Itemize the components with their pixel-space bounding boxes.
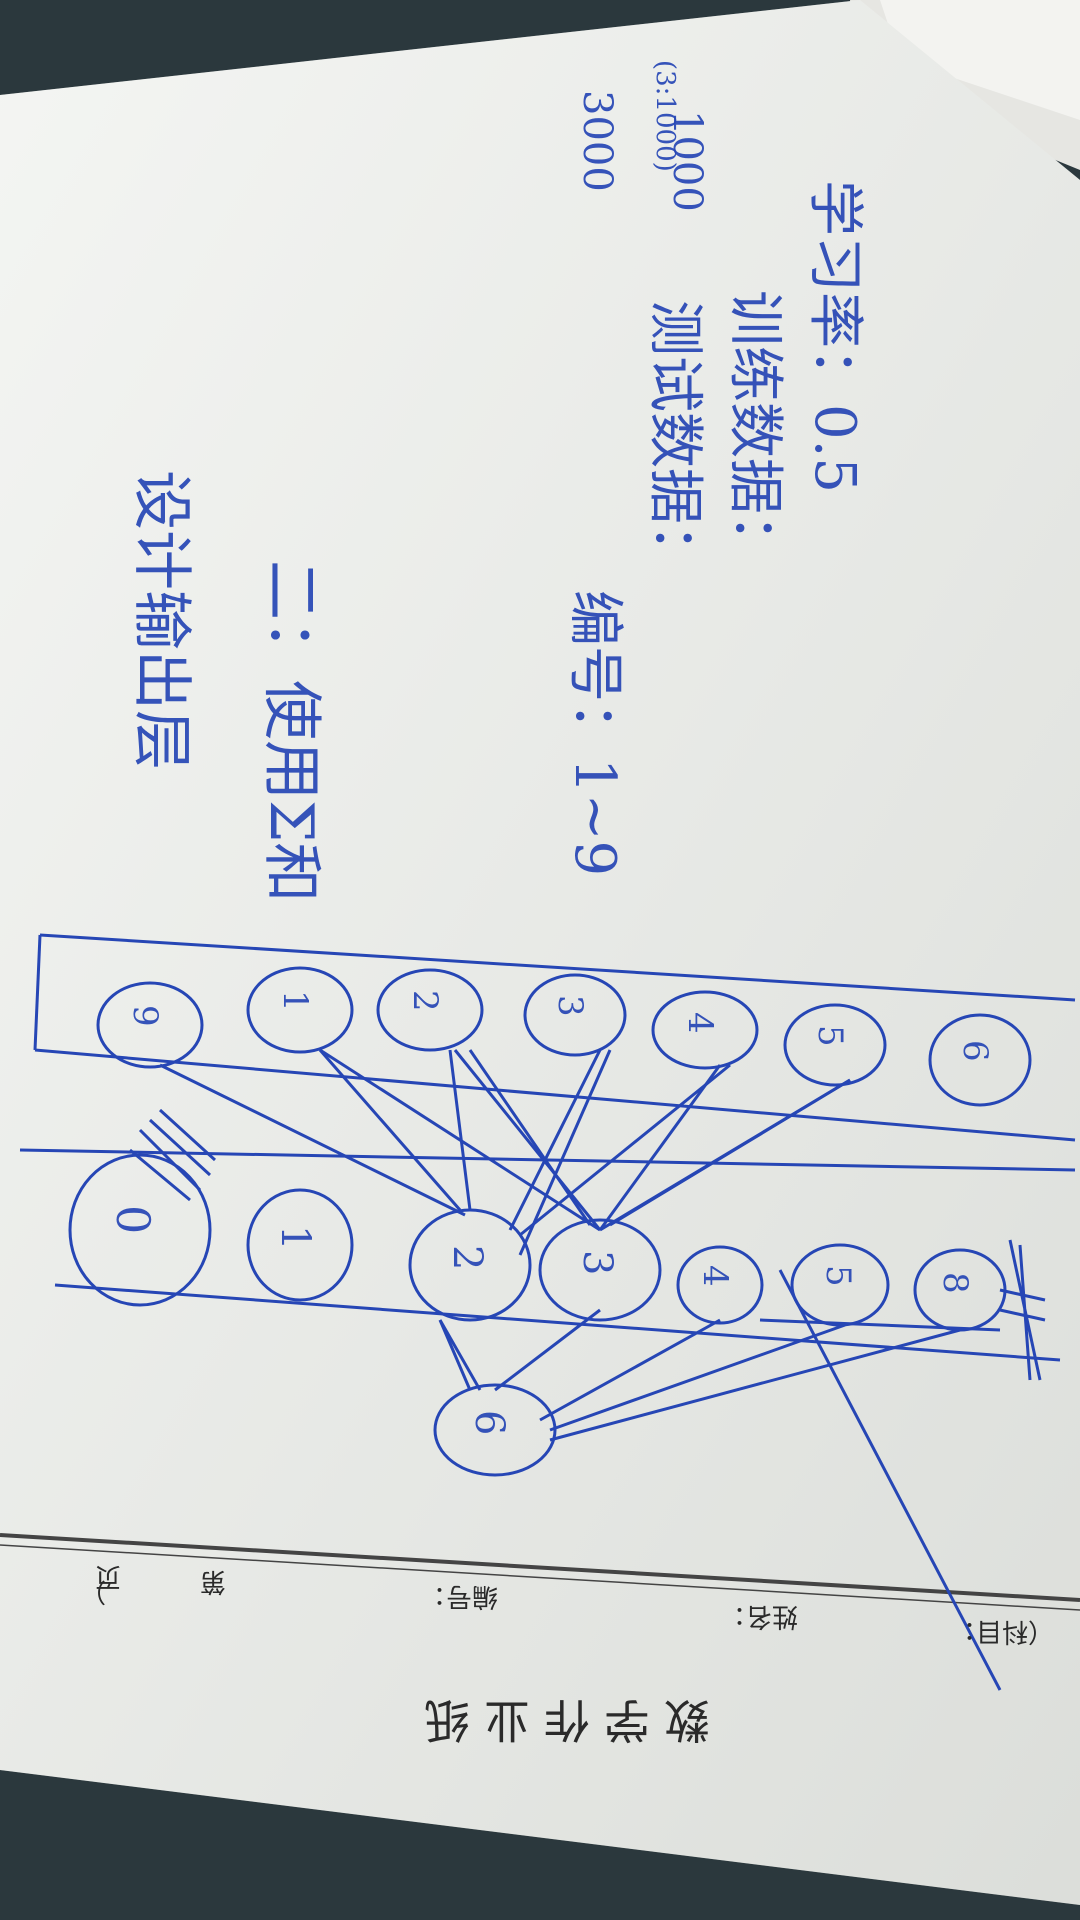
bottom-node-label: 3 <box>574 1250 620 1276</box>
bottom-node-label: 8 <box>935 1272 975 1294</box>
bottom-node-label: 4 <box>695 1265 735 1287</box>
bottom-node-label: 1 <box>272 1225 318 1251</box>
subject-label: （科目： <box>950 1616 1055 1646</box>
top-node-label: 6 <box>955 1040 995 1062</box>
handwriting-number-1: 3000 <box>574 90 620 192</box>
handwriting-line-3: 编号：1~9 <box>562 590 627 877</box>
page-suffix: 页 <box>95 1561 122 1591</box>
top-node-label: 2 <box>405 990 445 1012</box>
handwriting-line-2: 二：使用Σ和 <box>256 560 326 903</box>
handwriting-line-5: 训练数据： <box>722 290 787 570</box>
diagram <box>19 933 1076 1691</box>
name-label: 姓名： <box>720 1601 799 1631</box>
handwriting-line-6: 学习率：0.5 <box>802 180 867 494</box>
top-node-label: 4 <box>680 1012 720 1034</box>
output-node-label: 6 <box>466 1410 512 1436</box>
top-node-label: 9 <box>125 1005 165 1027</box>
form-title: 数学作业纸 <box>410 1693 710 1747</box>
number-label: 编号： <box>420 1581 499 1611</box>
handwriting-line-1: 设计输出层 <box>126 470 196 770</box>
top-node-label: 3 <box>550 995 590 1017</box>
bottom-node-label: 5 <box>818 1265 858 1287</box>
handwriting-number-3: 1000 <box>664 110 710 212</box>
header-rule <box>0 1533 1080 1602</box>
handwriting-line-4: 测试数据： <box>642 300 707 580</box>
top-node-label: 5 <box>810 1025 850 1047</box>
top-node-label: 1 <box>275 990 315 1012</box>
bottom-node-label: 2 <box>444 1245 490 1271</box>
bottom-node-label: 0 <box>106 1205 160 1235</box>
page-prefix: 第 <box>200 1566 227 1596</box>
